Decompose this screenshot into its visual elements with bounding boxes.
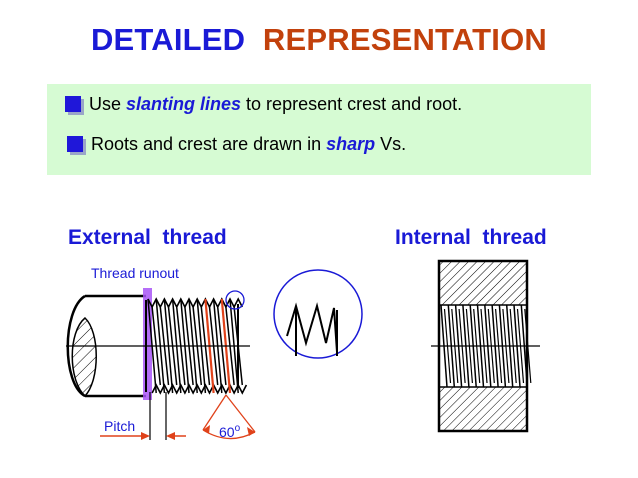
bullet-square-icon <box>65 96 81 112</box>
runout-band <box>143 288 152 400</box>
thread-runout-label: Thread runout <box>91 265 179 281</box>
bullet-emphasis: slanting lines <box>126 94 242 114</box>
internal-thread-heading: Internal thread <box>395 226 547 249</box>
external-thread-drawing <box>66 288 250 400</box>
break-line <box>66 294 86 398</box>
angle-label: 60o <box>219 423 241 440</box>
internal-thread-drawing <box>431 259 540 433</box>
title-part-detailed: DETAILED <box>90 22 246 57</box>
title-part-representation: REPRESENTATION <box>262 22 548 57</box>
angle-dimension: 60o <box>202 394 256 440</box>
angle-unit: o <box>235 423 241 434</box>
bullet-item-2: Roots and crest are drawn in sharp Vs. <box>67 134 406 155</box>
pitch-dimension: Pitch <box>100 392 186 440</box>
thread-crest-outline <box>147 297 244 309</box>
bullet-panel: Use slanting lines to represent crest an… <box>47 84 591 175</box>
external-thread-heading: External thread <box>68 226 227 249</box>
pitch-label: Pitch <box>104 418 135 434</box>
bullet-square-icon <box>67 136 83 152</box>
bullet-item-1: Use slanting lines to represent crest an… <box>65 94 462 115</box>
detail-marker-circle <box>225 290 245 310</box>
slide-title: DETAILED REPRESENTATION <box>0 22 638 58</box>
enlarged-detail <box>273 269 363 359</box>
angle-value: 60 <box>219 424 235 440</box>
bullet-emphasis: sharp <box>326 134 376 154</box>
thread-root-outline <box>151 383 248 395</box>
